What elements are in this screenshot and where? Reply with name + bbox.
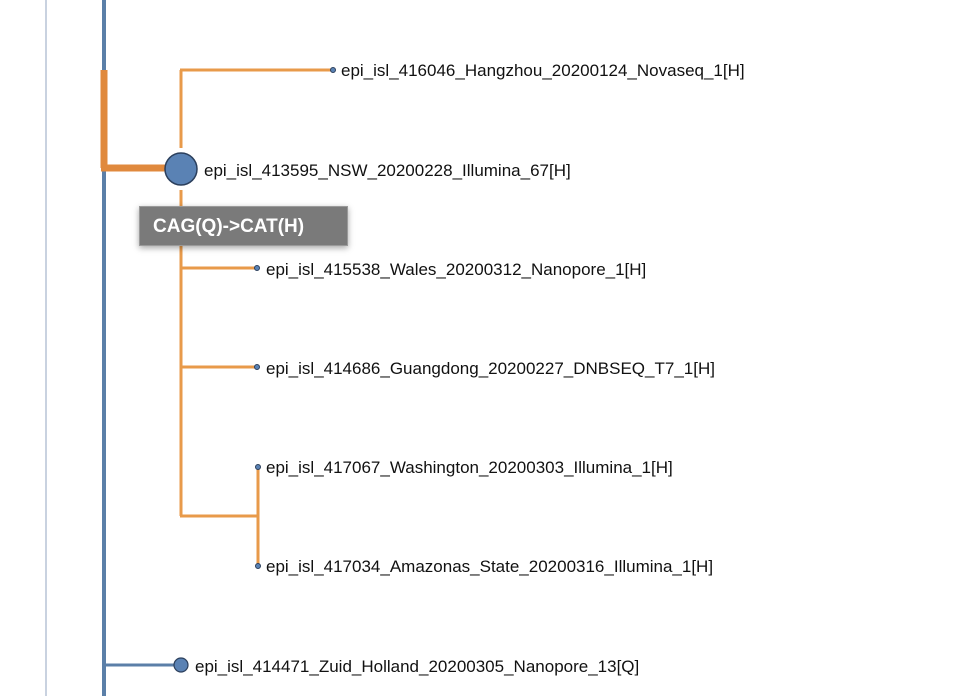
tip-dot-hangzhou[interactable] [330, 67, 336, 73]
tip-dot-wales[interactable] [254, 265, 260, 271]
tip-dot-washington[interactable] [255, 464, 261, 470]
tip-dot-amazonas[interactable] [255, 563, 261, 569]
tip-label-wales[interactable]: epi_isl_415538_Wales_20200312_Nanopore_1… [266, 260, 646, 279]
tip-label-guangdong[interactable]: epi_isl_414686_Guangdong_20200227_DNBSEQ… [266, 359, 715, 378]
tip-label-nsw[interactable]: epi_isl_413595_NSW_20200228_Illumina_67[… [204, 161, 571, 180]
node-nsw[interactable] [164, 152, 198, 186]
tip-label-hangzhou[interactable]: epi_isl_416046_Hangzhou_20200124_Novaseq… [341, 61, 745, 80]
tip-dot-holland[interactable] [173, 657, 189, 673]
tip-label-amazonas[interactable]: epi_isl_417034_Amazonas_State_20200316_I… [266, 557, 713, 576]
tip-label-holland[interactable]: epi_isl_414471_Zuid_Holland_20200305_Nan… [195, 657, 639, 676]
tip-label-washington[interactable]: epi_isl_417067_Washington_20200303_Illum… [266, 458, 673, 477]
mutation-tooltip: CAG(Q)->CAT(H) [139, 206, 348, 246]
tip-dot-guangdong[interactable] [254, 364, 260, 370]
